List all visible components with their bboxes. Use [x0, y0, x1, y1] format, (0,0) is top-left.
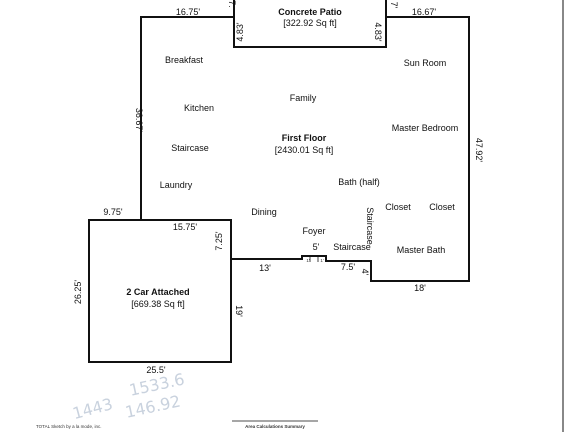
dim-right-wall: 47.92': [474, 138, 484, 163]
room-closet-2: Closet: [429, 202, 455, 212]
first-floor-title: First Floor: [282, 133, 327, 143]
first-floor-area: [2430.01 Sq ft]: [275, 145, 334, 155]
dim-patio-left: 4.83': [235, 22, 245, 42]
dim-patio-side-right: 7': [389, 2, 399, 9]
room-staircase-left: Staircase: [171, 143, 209, 153]
dim-garage-inner-top: 15.75': [173, 222, 198, 232]
room-master-bath: Master Bath: [397, 245, 446, 255]
room-staircase-vertical: Staircase: [365, 207, 375, 245]
dim-garage-left: 26.25': [73, 280, 83, 305]
dim-bottom-4: 4': [360, 269, 370, 276]
garage-area: [669.38 Sq ft]: [131, 299, 185, 309]
room-dining: Dining: [251, 207, 277, 217]
handwriting-line-3: 1443: [70, 394, 114, 423]
dim-foyer-5: 5': [313, 242, 320, 252]
room-family: Family: [290, 93, 317, 103]
dim-top-left: 16.75': [176, 7, 201, 17]
patio-area: [322.92 Sq ft]: [283, 18, 337, 28]
room-kitchen: Kitchen: [184, 103, 214, 113]
dim-step-1b: 1': [320, 258, 324, 263]
dim-step-1a: 1': [306, 258, 310, 263]
dim-bottom-18: 18': [414, 283, 426, 293]
room-foyer: Foyer: [302, 226, 325, 236]
garage-title: 2 Car Attached: [126, 287, 189, 297]
dim-top-right: 16.67': [412, 7, 437, 17]
room-bath-half: Bath (half): [338, 177, 380, 187]
dim-left-wall: 36.67': [134, 108, 144, 133]
room-staircase-lower: Staircase: [333, 242, 371, 252]
dim-garage-bottom: 25.5': [146, 365, 166, 375]
room-breakfast: Breakfast: [165, 55, 204, 65]
dim-patio-right: 4.83': [373, 22, 383, 42]
footer-summary: Area Calculations Summary: [245, 424, 305, 429]
room-sun-room: Sun Room: [404, 58, 447, 68]
dim-garage-top-left: 9.75': [103, 207, 123, 217]
dim-bottom-7-5: 7.5': [341, 262, 356, 272]
room-laundry: Laundry: [160, 180, 193, 190]
dim-garage-right: 19': [234, 305, 244, 317]
patio-outline: [233, 0, 387, 48]
dim-garage-inner-side: 7.25': [214, 231, 224, 251]
garage-outline: [88, 219, 232, 363]
footer-software: TOTAL Sketch by a la mode, inc.: [36, 424, 101, 429]
room-closet-1: Closet: [385, 202, 411, 212]
room-master-bedroom: Master Bedroom: [392, 123, 459, 133]
dim-patio-side-left: 7.: [227, 0, 237, 8]
dim-bottom-13: 13': [259, 263, 271, 273]
patio-title: Concrete Patio: [278, 7, 342, 17]
